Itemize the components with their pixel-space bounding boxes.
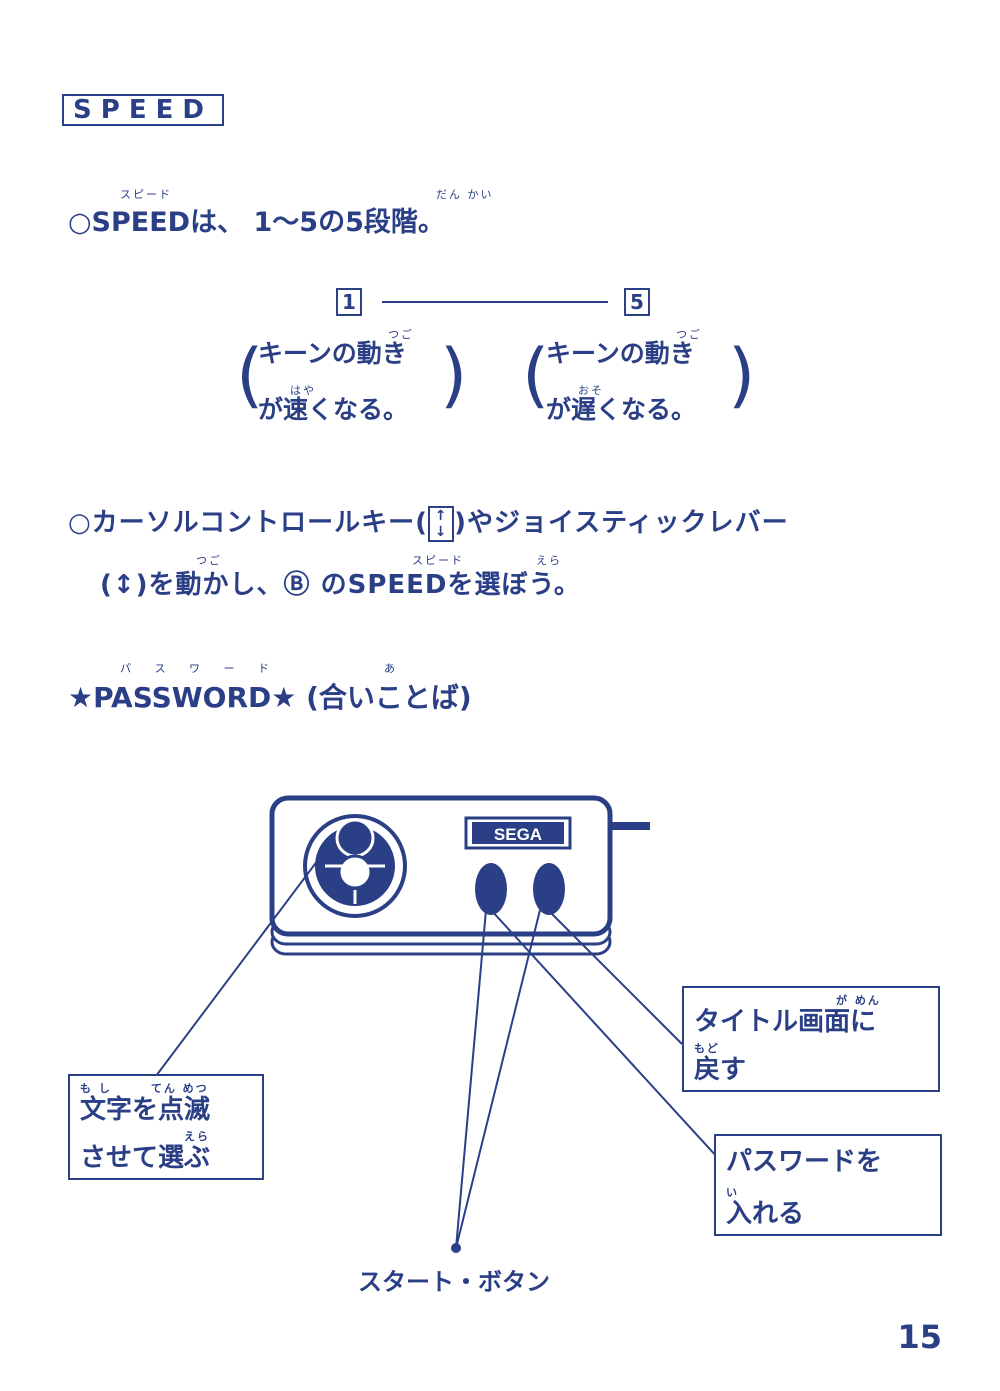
paren-close-5: ) (728, 334, 756, 416)
desc-level-1-line-b: が速くなる。 (258, 395, 409, 424)
arrow-keys-icon: ↑↓ (428, 505, 455, 542)
controller-diagram: SEGA (155, 795, 719, 1253)
button-2 (533, 863, 565, 915)
desc-level-5-line-a: キーンの動き (546, 339, 695, 368)
leader-start-dot (451, 1243, 461, 1253)
ruby-speed-2: スピード (412, 554, 464, 567)
ruby-speed: スピード (120, 188, 172, 201)
select-speed-text: (↕)を動かし、Ⓑ のSPEEDを選ぼう。 (100, 570, 581, 600)
ruby-haya: はや (290, 384, 316, 397)
label-select-char: も し てん めつ 文字を点滅 えら させて選ぶ (68, 1074, 264, 1180)
cursor-key-text-b: )やジョイスティックレバー (454, 508, 789, 538)
ruby-password: パ ス ワ ー ド (120, 662, 279, 675)
leader-button2 (547, 909, 683, 1045)
ruby-gamen: が めん (836, 994, 881, 1007)
ruby-dankai: だん かい (436, 188, 494, 201)
page-number: 15 (897, 1318, 942, 1356)
ruby-moji: も し てん めつ (80, 1082, 209, 1095)
ruby-ugo: つご (196, 554, 222, 567)
ruby-oso: おそ (578, 384, 604, 397)
level-max-box: 5 (624, 288, 650, 316)
speed-levels-text: ○SPEEDは、 1〜5の5段階。 (68, 207, 445, 238)
paren-open-1: ( (236, 334, 264, 416)
ruby-erabu: えら (184, 1130, 210, 1143)
label-title-screen: が めん タイトル画面に もど 戻す (682, 986, 940, 1092)
label-title-screen-line2: 戻す (694, 1055, 747, 1085)
ruby-modo: もど (694, 1042, 720, 1055)
leader-start-b (455, 909, 541, 1249)
level-min-box: 1 (336, 288, 362, 316)
section-title-speed: SPEED (62, 94, 224, 126)
cursor-key-text-a: ○カーソルコントロールキー( (68, 508, 429, 538)
joystick-top (335, 818, 375, 858)
password-title: ★PASSWORD★ (合いことば) (68, 681, 472, 714)
paren-close-1: ) (440, 334, 468, 416)
leader-dpad (155, 859, 319, 1077)
label-title-screen-line1: タイトル画面に (694, 1007, 877, 1037)
label-enter-password: パスワードを い 入れる (714, 1134, 942, 1236)
desc-level-1-line-a: キーンの動き (258, 339, 407, 368)
label-enter-password-line1: パスワードを (726, 1147, 883, 1177)
label-enter-password-line2: 入れる (726, 1199, 805, 1229)
button-1 (475, 863, 507, 915)
controller-cord (610, 822, 650, 830)
ruby-i: い (726, 1186, 739, 1199)
brand-text: SEGA (494, 825, 542, 844)
joystick-base (337, 854, 373, 890)
ruby-a: あ (384, 662, 397, 675)
cursor-key-text: ○カーソルコントロールキー(↑↓)やジョイスティックレバー (68, 502, 789, 542)
desc-level-1: キーンの動き が速くなる。 (258, 326, 408, 438)
desc-level-5: キーンの動き が遅くなる。 (546, 326, 696, 438)
leader-start-a (455, 909, 487, 1249)
paren-open-5: ( (522, 334, 550, 416)
label-start-button: スタート・ボタン (358, 1268, 550, 1296)
ruby-ugoki-5: つご (676, 328, 702, 341)
ruby-ugoki-1: つご (388, 328, 414, 341)
label-select-char-line2: させて選ぶ (80, 1143, 211, 1173)
desc-level-5-line-b: が遅くなる。 (546, 395, 697, 424)
ruby-era: えら (536, 554, 562, 567)
level-scale-line (382, 301, 608, 303)
label-select-char-line1: 文字を点滅 (80, 1095, 211, 1125)
